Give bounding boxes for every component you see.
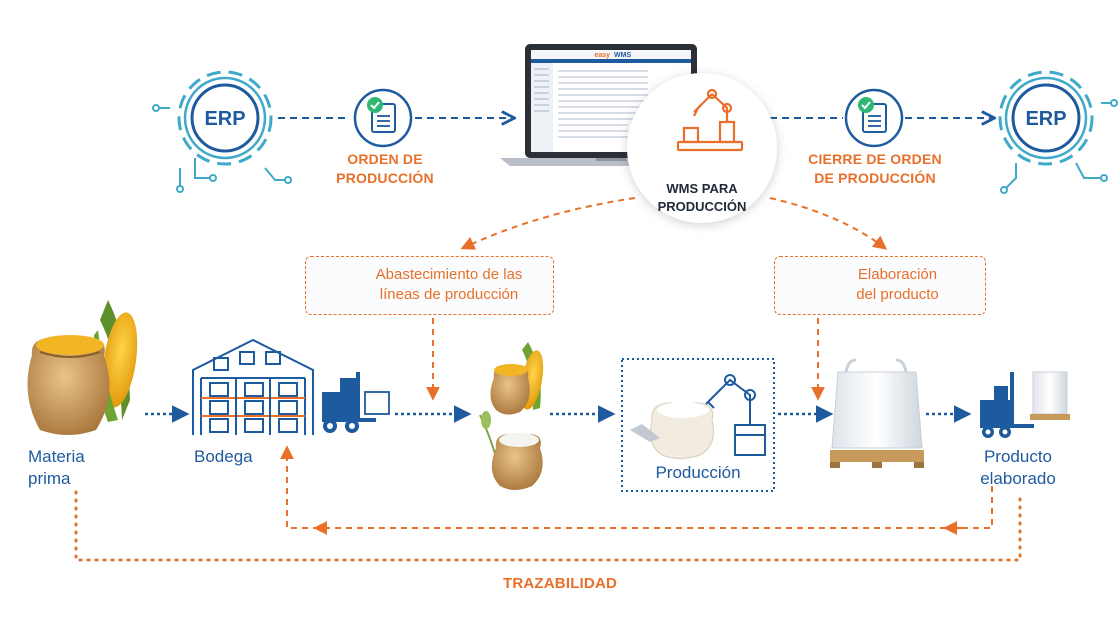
corn-small-sack-icon: [490, 342, 544, 415]
produccion-label: Producción: [655, 463, 741, 482]
materia-label-line2: prima: [28, 469, 71, 488]
robot-arm-icon: [676, 88, 744, 152]
bodega-label: Bodega: [194, 447, 253, 466]
hub-label-line1: WMS PARA: [666, 181, 738, 196]
trazabilidad-label: TRAZABILIDAD: [502, 575, 618, 592]
produccion-box: [621, 358, 775, 492]
materia-label-line1: Materia: [28, 447, 85, 466]
producto-label: Producto elaborado: [960, 446, 1076, 490]
erp-left-gear-icon: [152, 70, 292, 193]
abastecimiento-note: Abastecimiento de las líneas de producci…: [305, 256, 554, 315]
elaboracion-note: Elaboración del producto: [774, 256, 986, 315]
elaboracion-line2: del producto: [856, 286, 939, 303]
producto-label-line1: Producto: [983, 447, 1053, 466]
orden-label-line2: PRODUCCIÓN: [336, 170, 434, 186]
laptop-logo-wms: WMS: [614, 52, 631, 59]
flour-small-sack-icon: [479, 411, 543, 490]
final-forklift-icon: [980, 371, 1070, 438]
trazabilidad-loop: [74, 490, 1022, 562]
return-to-bodega-arrow: [280, 445, 993, 529]
cierre-label: CIERRE DE ORDEN DE PRODUCCIÓN: [800, 150, 950, 188]
forklift-icon: [322, 372, 390, 433]
cierre-document-check-icon: [844, 88, 904, 148]
erp-right-label: ERP: [1025, 108, 1066, 130]
orden-label-line1: ORDEN DE: [347, 151, 423, 167]
wms-hub: [627, 73, 777, 223]
elaboracion-text: Elaboración del producto: [815, 265, 980, 305]
erp-left-label: ERP: [204, 108, 245, 130]
cierre-label-line2: DE PRODUCCIÓN: [814, 170, 936, 186]
hub-to-abastecimiento-arrow: [460, 197, 636, 250]
orden-document-check-icon: [353, 88, 413, 148]
production-robot-arm-icon: [705, 374, 766, 456]
orden-label: ORDEN DE PRODUCCIÓN: [320, 150, 450, 188]
abastecimiento-text: Abastecimiento de las líneas de producci…: [351, 265, 547, 305]
big-bag-pallet-icon: [830, 358, 924, 468]
elaboracion-line1: Elaboración: [857, 266, 938, 283]
corn-sack-icon: [27, 300, 138, 435]
producto-label-line2: elaborado: [980, 469, 1056, 488]
laptop-logo-easy: easy: [594, 52, 610, 59]
materia-label: Materia prima: [28, 446, 85, 490]
hub-label-line2: PRODUCCIÓN: [658, 199, 747, 214]
hub-to-elaboracion-arrow: [769, 197, 888, 250]
cierre-label-line1: CIERRE DE ORDEN: [808, 151, 942, 167]
abastecimiento-line1: Abastecimiento de las: [375, 266, 523, 283]
flour-bag-icon: [630, 402, 714, 459]
erp-right-gear-icon: [998, 70, 1118, 194]
warehouse-icon: [192, 338, 314, 435]
abastecimiento-line2: líneas de producción: [379, 286, 519, 303]
